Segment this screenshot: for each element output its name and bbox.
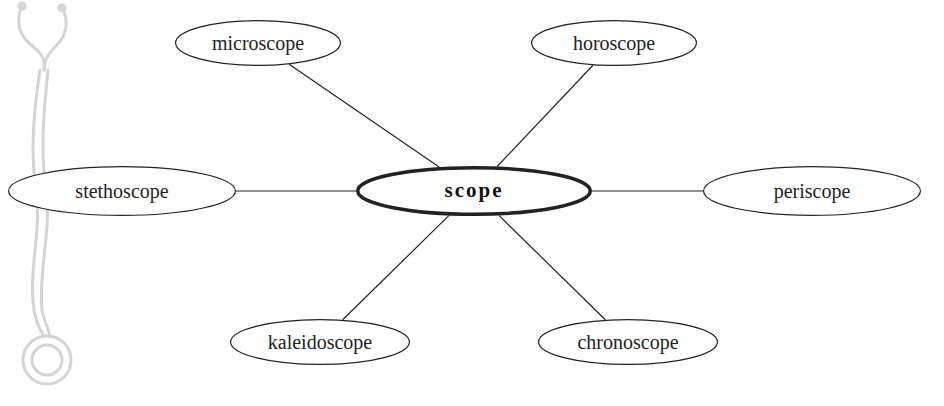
hub-ellipse: scope	[356, 166, 592, 216]
spoke-line	[343, 215, 449, 319]
ellipse-shape	[532, 21, 697, 66]
ellipse-shape	[231, 320, 410, 365]
spoke-line	[497, 65, 593, 166]
spoke-line	[236, 190, 356, 191]
ellipse-shape	[539, 320, 718, 365]
ellipse-shape	[358, 168, 591, 215]
ellipse-shape	[9, 167, 236, 216]
word-label: chronoscope	[577, 330, 678, 354]
word-ellipse: microscope	[175, 20, 341, 66]
word-label: horoscope	[573, 31, 655, 55]
spoke-line	[499, 215, 605, 319]
word-label: stethoscope	[75, 179, 168, 203]
word-label: kaleidoscope	[268, 330, 372, 354]
ellipse-shape	[176, 21, 341, 66]
spoke-line	[289, 64, 439, 167]
word-ellipse: stethoscope	[8, 166, 236, 216]
spoke-line	[592, 190, 703, 191]
word-ellipse: chronoscope	[538, 319, 718, 365]
word-ellipse: horoscope	[531, 20, 697, 66]
word-ellipse: kaleidoscope	[230, 319, 410, 365]
hub-word: scope	[445, 178, 504, 203]
word-label: microscope	[212, 31, 304, 55]
ellipse-shape	[704, 167, 921, 216]
word-ellipse: periscope	[703, 166, 921, 216]
word-label: periscope	[774, 179, 851, 203]
